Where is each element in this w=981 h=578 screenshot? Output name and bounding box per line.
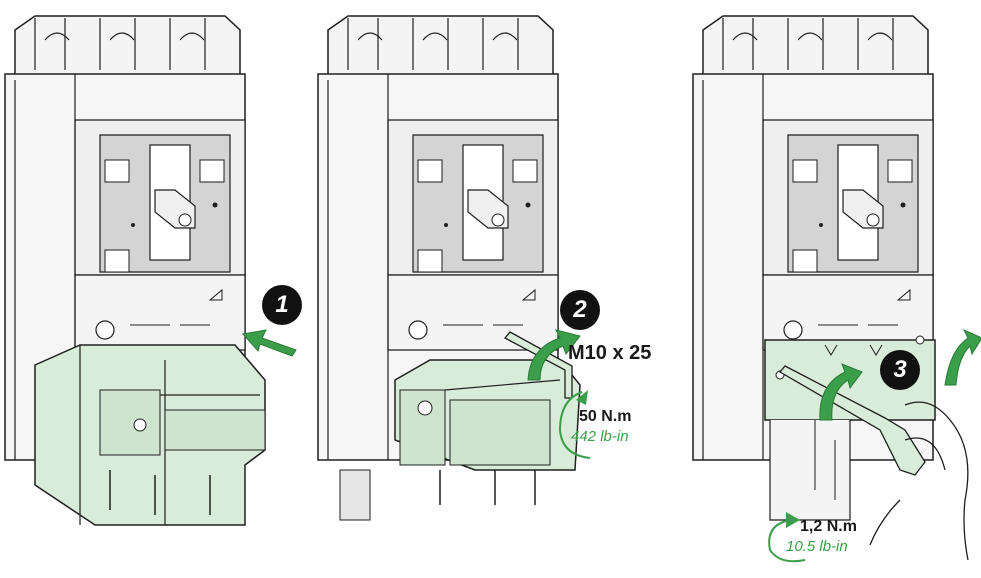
- screwdriver-icon: [779, 365, 926, 476]
- step-2-torque-nm: 50 N.m: [579, 408, 632, 425]
- rotation-arrow-icon: [527, 329, 581, 381]
- hand-icon: [869, 401, 969, 561]
- breaker-unit-step2: [317, 15, 581, 521]
- torque-arrow-icon: [558, 391, 591, 459]
- breaker-unit-step1: [4, 15, 266, 526]
- step-1-badge: 1: [262, 285, 302, 325]
- step-2-torque-lbin: 442 lb-in: [571, 428, 629, 445]
- step-3-badge: 3: [880, 350, 920, 390]
- rotation-arrow-icon: [819, 363, 863, 421]
- step-2-badge: 2: [560, 290, 600, 330]
- rotation-arrow-icon: [944, 328, 981, 386]
- torque-arrow-icon: [768, 519, 806, 563]
- insert-arrow-icon: [242, 329, 297, 357]
- bolt-spec-label: M10 x 25: [568, 342, 652, 364]
- step-3-torque-nm: 1,2 N.m: [800, 518, 857, 535]
- step-3-torque-lbin: 10.5 lb-in: [786, 538, 848, 555]
